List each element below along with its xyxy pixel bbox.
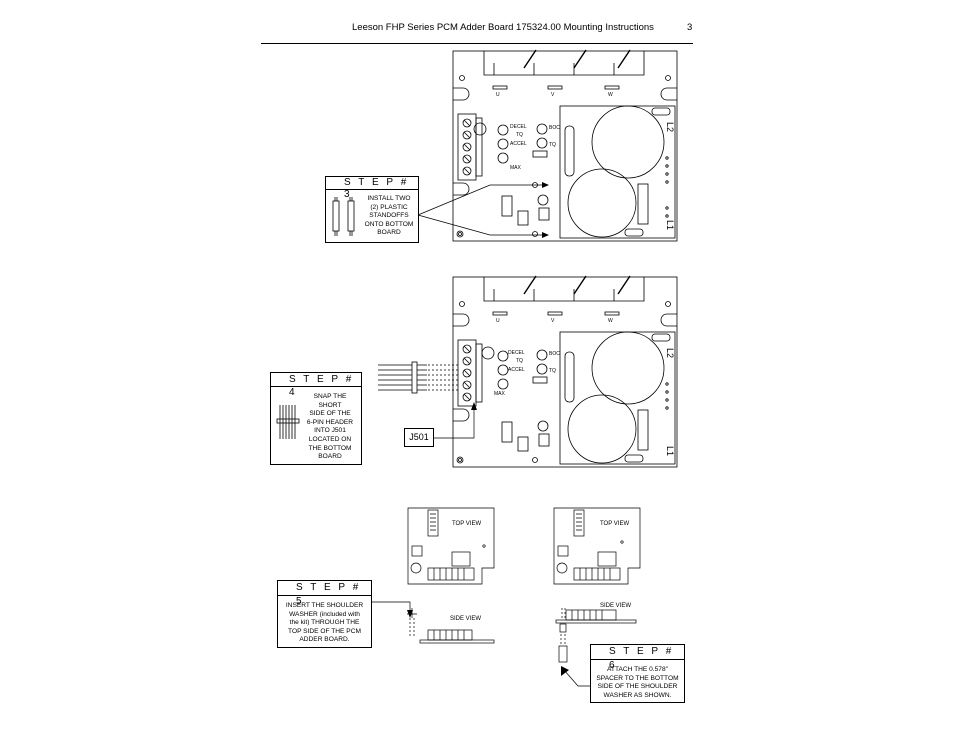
step3-line: ONTO BOTTOM: [364, 220, 414, 228]
board1-l1-label: L1: [665, 220, 675, 230]
step3-line: (2) PLASTIC: [370, 203, 408, 211]
step4-line: SHORT: [318, 401, 342, 409]
step3-line: INSTALL TWO: [367, 195, 411, 202]
motor-board-diagram-2: U V W DECEL TQ ACCEL BOC TQ MAX L2 L1: [452, 275, 678, 468]
board2-v-label: V: [551, 318, 555, 324]
step5-line: TOP SIDE OF THE PCM: [288, 627, 361, 635]
pcm-adder-board-top-view-5: TOP VIEW: [407, 507, 495, 585]
step4-line: INTO J501: [314, 427, 346, 435]
step4-box: S T E P # 4 SNAP THE SHORT SIDE OF THE 6…: [270, 372, 362, 465]
page-header: Leeson FHP Series PCM Adder Board 175324…: [0, 22, 954, 42]
step4-heading: S T E P # 4: [271, 373, 361, 398]
board2-l2-label: L2: [665, 348, 675, 358]
step4-line: 6-PIN HEADER: [306, 418, 354, 426]
board1-l2-label: L2: [665, 122, 675, 132]
pin-header-icon: [276, 405, 300, 439]
board1-decel-label: DECEL: [510, 124, 527, 130]
board1-accel-label: ACCEL: [510, 141, 527, 147]
board2-w-label: W: [608, 318, 613, 324]
step4-line: THE BOTTOM: [308, 444, 352, 452]
pcm-adder-board-side-view-5: SIDE VIEW: [407, 608, 495, 644]
board1-boc-label: BOC: [549, 125, 560, 131]
step5-pointer: [372, 601, 413, 618]
step4-line: SIDE OF THE: [309, 410, 351, 418]
step6-box: S T E P # 6 ATTACH THE 0.578" SPACER TO …: [590, 644, 685, 703]
board1-w-label: W: [608, 92, 613, 98]
step3-pointer-lines: [417, 182, 549, 238]
step5-box: S T E P # 5 INSERT THE SHOULDER WASHER (…: [277, 580, 372, 648]
board2-accel-label: ACCEL: [508, 367, 525, 373]
step4-line: BOARD: [318, 453, 342, 461]
step3-instructions: INSTALL TWO (2) PLASTIC STANDOFFS ONTO B…: [362, 195, 416, 238]
step4-instructions: SNAP THE SHORT SIDE OF THE 6-PIN HEADER …: [301, 393, 359, 462]
board2-boc-label: BOC: [549, 351, 560, 357]
step6-line: SIDE OF THE SHOULDER: [597, 683, 678, 691]
document-title: Leeson FHP Series PCM Adder Board 175324…: [352, 22, 654, 33]
board2-max-label: MAX: [494, 391, 506, 397]
step6-line: ATTACH THE 0.578": [607, 666, 668, 673]
step4-line: LOCATED ON: [308, 435, 352, 443]
step3-heading: S T E P # 3: [326, 177, 418, 200]
page-number: 3: [687, 22, 693, 33]
step6-side-view-label: SIDE VIEW: [600, 603, 631, 609]
board1-u-label: U: [496, 92, 500, 98]
board2-tq2-label: TQ: [549, 368, 556, 374]
step6-heading: S T E P # 6: [591, 645, 684, 671]
step5-side-view-label: SIDE VIEW: [450, 616, 481, 622]
j501-pointer: [432, 402, 477, 439]
step5-line: the kit) THROUGH THE: [289, 619, 360, 627]
step3-line: BOARD: [377, 229, 401, 237]
step5-line: ADDER BOARD.: [299, 636, 350, 644]
step3-box: S T E P # 3 INSTALL TWO (2) PLASTIC STAN…: [325, 176, 419, 243]
motor-board-diagram-1: U V W DECEL TQ ACCEL BOC TQ MAX L2 L1: [452, 49, 678, 242]
six-pin-header-insert: [378, 361, 460, 394]
board1-max-label: MAX: [510, 165, 522, 171]
step6-pointer: [561, 666, 594, 687]
j501-callout: J501: [404, 428, 434, 447]
step6-line: SPACER TO THE BOTTOM: [596, 674, 679, 682]
j501-label: J501: [409, 432, 429, 442]
step3-line: STANDOFFS: [369, 212, 409, 220]
step4-line: SNAP THE: [313, 393, 347, 400]
header-rule: [261, 43, 693, 44]
step6-instructions: ATTACH THE 0.578" SPACER TO THE BOTTOM S…: [593, 666, 682, 700]
step5-heading: S T E P # 5: [278, 581, 371, 607]
board2-l1-label: L1: [665, 446, 675, 456]
step5-line: INSERT THE SHOULDER: [285, 602, 364, 609]
step6-top-view-label: TOP VIEW: [600, 521, 629, 527]
board1-v-label: V: [551, 92, 555, 98]
board2-decel-label: DECEL: [508, 350, 525, 356]
board1-tq2-label: TQ: [549, 142, 556, 148]
board2-u-label: U: [496, 318, 500, 324]
board1-tq-label: TQ: [516, 132, 523, 138]
step5-line: WASHER (included with: [289, 610, 360, 618]
standoff-icon: [332, 197, 355, 236]
pcm-adder-board-top-view-6: TOP VIEW: [553, 507, 641, 585]
step5-instructions: INSERT THE SHOULDER WASHER (included wit…: [280, 602, 369, 645]
board2-tq-label: TQ: [516, 358, 523, 364]
step6-line: WASHER AS SHOWN.: [603, 691, 672, 699]
pcm-adder-board-side-view-6: SIDE VIEW: [555, 603, 637, 663]
step5-top-view-label: TOP VIEW: [452, 521, 481, 527]
